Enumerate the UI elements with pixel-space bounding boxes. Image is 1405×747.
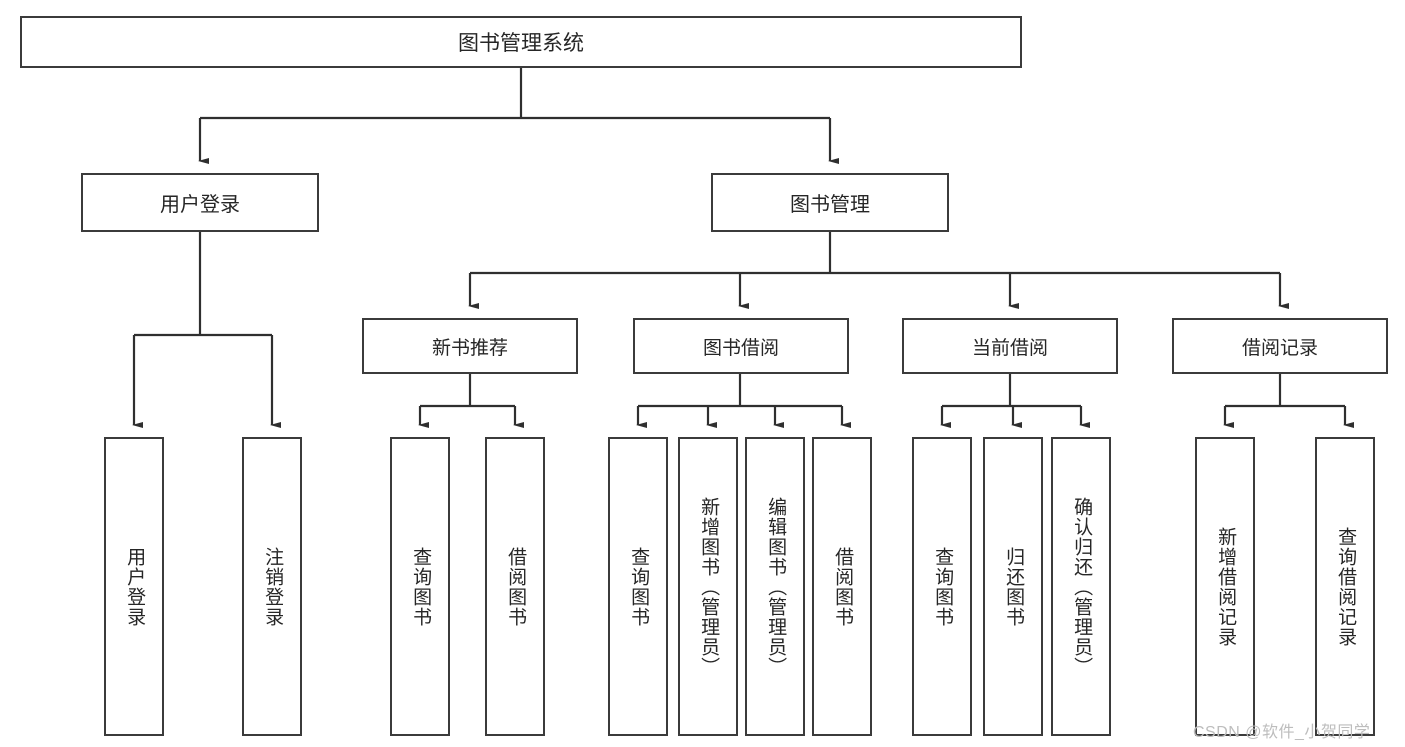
node-user-login[interactable]: 用户登录 [81,173,319,232]
node-leaf-add-record-label: 新增借阅记录 [1215,526,1237,647]
node-current-borrow[interactable]: 当前借阅 [902,318,1118,374]
node-new-book-recommend[interactable]: 新书推荐 [362,318,578,374]
node-leaf-borrow-book-1-label: 借阅图书 [505,546,527,627]
node-book-borrow-label: 图书借阅 [702,337,779,359]
csdn-watermark: CSDN @软件_小贺同学 [1193,724,1371,741]
node-root-label: 图书管理系统 [458,32,584,55]
node-current-borrow-label: 当前借阅 [971,337,1048,359]
node-leaf-query-book-1[interactable]: 查询图书 [390,437,450,736]
node-user-login-label: 用户登录 [160,194,240,216]
node-leaf-query-book-3-label: 查询图书 [932,546,954,627]
node-leaf-borrow-book-2[interactable]: 借阅图书 [812,437,872,736]
node-new-book-recommend-label: 新书推荐 [431,337,508,359]
node-leaf-query-book-3[interactable]: 查询图书 [912,437,972,736]
node-borrow-record-label: 借阅记录 [1241,337,1318,359]
node-book-borrow[interactable]: 图书借阅 [633,318,849,374]
node-leaf-add-book[interactable]: 新增图书（管理员） [678,437,738,736]
node-book-manage[interactable]: 图书管理 [711,173,949,232]
node-leaf-logout-label: 注销登录 [262,546,284,627]
node-leaf-user-login[interactable]: 用户登录 [104,437,164,736]
node-leaf-query-book-2-label: 查询图书 [628,546,650,627]
node-leaf-edit-book[interactable]: 编辑图书（管理员） [745,437,805,736]
node-root[interactable]: 图书管理系统 [20,16,1022,68]
node-leaf-query-record-label: 查询借阅记录 [1335,526,1357,647]
node-leaf-add-record[interactable]: 新增借阅记录 [1195,437,1255,736]
node-leaf-edit-book-label: 编辑图书（管理员） [765,496,787,677]
node-leaf-query-book-2[interactable]: 查询图书 [608,437,668,736]
node-leaf-return-book[interactable]: 归还图书 [983,437,1043,736]
node-leaf-user-login-label: 用户登录 [124,546,146,627]
node-leaf-return-book-label: 归还图书 [1003,546,1025,627]
node-leaf-query-record[interactable]: 查询借阅记录 [1315,437,1375,736]
node-leaf-confirm-return[interactable]: 确认归还（管理员） [1051,437,1111,736]
node-borrow-record[interactable]: 借阅记录 [1172,318,1388,374]
node-leaf-add-book-label: 新增图书（管理员） [698,496,720,677]
node-book-manage-label: 图书管理 [790,194,870,216]
node-leaf-query-book-1-label: 查询图书 [410,546,432,627]
node-leaf-borrow-book-2-label: 借阅图书 [832,546,854,627]
node-leaf-borrow-book-1[interactable]: 借阅图书 [485,437,545,736]
node-leaf-confirm-return-label: 确认归还（管理员） [1071,496,1093,677]
node-leaf-logout[interactable]: 注销登录 [242,437,302,736]
